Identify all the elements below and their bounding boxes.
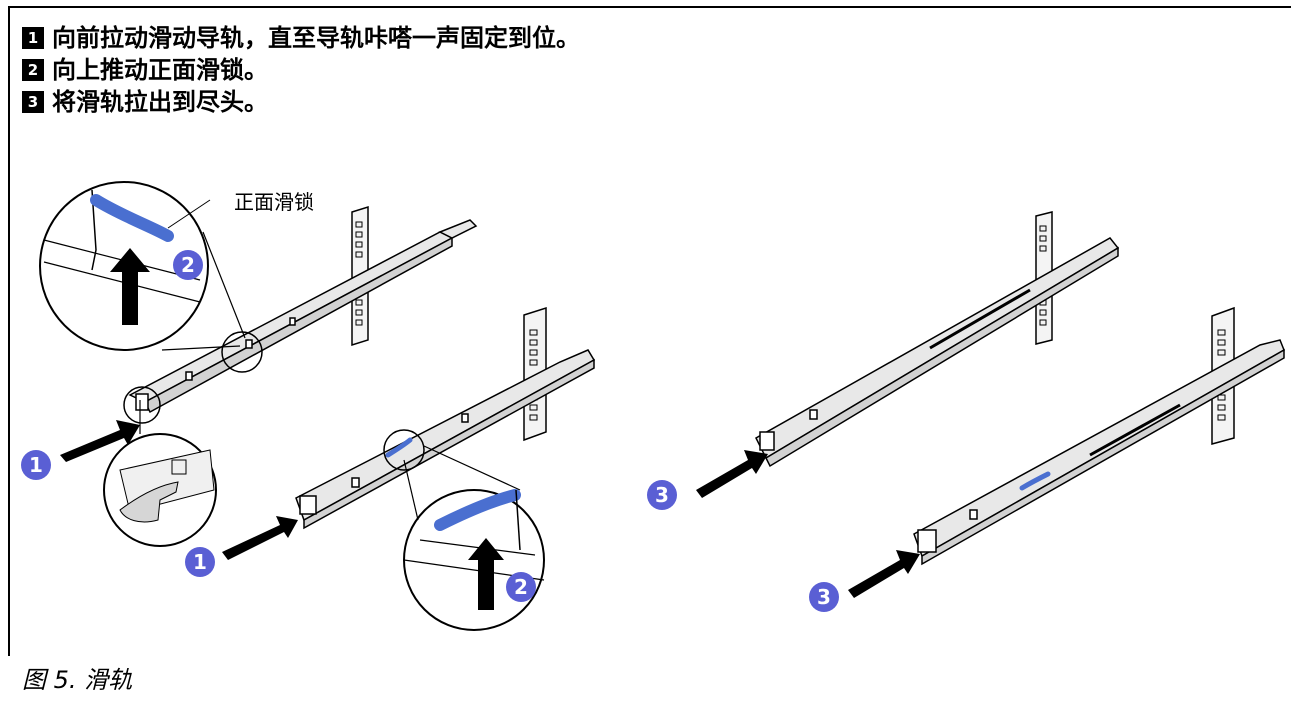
- step-badge-1: 1: [21, 450, 51, 480]
- svg-text:3: 3: [817, 585, 831, 609]
- detail-circle: [103, 433, 217, 547]
- step-text: 向上推动正面滑锁。: [52, 56, 268, 84]
- arrow-icon: [60, 420, 140, 462]
- step-list: 1 向前拉动滑动导轨，直至导轨咔嗒一声固定到位。 2 向上推动正面滑锁。 3 将…: [22, 22, 580, 118]
- zoom-ring: [123, 386, 161, 424]
- slide-rail: [295, 349, 596, 530]
- leader-line: [161, 345, 241, 351]
- figure-caption: 图 5. 滑轨: [22, 666, 133, 694]
- leader-line: [202, 231, 246, 339]
- svg-text:1: 1: [29, 453, 43, 477]
- step-badge-3: 3: [809, 582, 839, 612]
- svg-text:1: 1: [193, 550, 207, 574]
- svg-text:2: 2: [181, 253, 195, 277]
- step-1: 1 向前拉动滑动导轨，直至导轨咔嗒一声固定到位。: [22, 22, 580, 54]
- arrow-icon: [222, 516, 298, 560]
- step-number: 1: [22, 27, 44, 49]
- zoom-ring: [221, 331, 263, 373]
- step-text: 将滑轨拉出到尽头。: [52, 88, 268, 116]
- step-number: 3: [22, 91, 44, 113]
- step-badge-2: 2: [173, 250, 203, 280]
- slide-rail: [755, 237, 1120, 468]
- latch: [385, 437, 413, 458]
- slide-rail: [913, 339, 1285, 566]
- figure-frame: [8, 6, 1291, 656]
- step-2: 2 向上推动正面滑锁。: [22, 54, 580, 86]
- svg-text:2: 2: [514, 575, 528, 599]
- zoom-ring: [383, 429, 425, 471]
- step-text: 向前拉动滑动导轨，直至导轨咔嗒一声固定到位。: [52, 24, 580, 52]
- step-3: 3 将滑轨拉出到尽头。: [22, 86, 580, 118]
- svg-text:3: 3: [655, 483, 669, 507]
- detail-circle: [403, 489, 545, 631]
- arrow-icon: [848, 550, 920, 598]
- latch: [1019, 471, 1051, 491]
- step-badge-2: 2: [506, 572, 536, 602]
- rack-post: [1035, 211, 1235, 445]
- front-latch-label: 正面滑锁: [234, 190, 314, 214]
- step-badge-3: 3: [647, 480, 677, 510]
- slide-rail: [128, 219, 478, 414]
- step-number: 2: [22, 59, 44, 81]
- leader-line: [423, 445, 521, 491]
- arrow-icon: [696, 450, 768, 498]
- detail-circle: [39, 181, 211, 351]
- step-badge-1: 1: [185, 547, 215, 577]
